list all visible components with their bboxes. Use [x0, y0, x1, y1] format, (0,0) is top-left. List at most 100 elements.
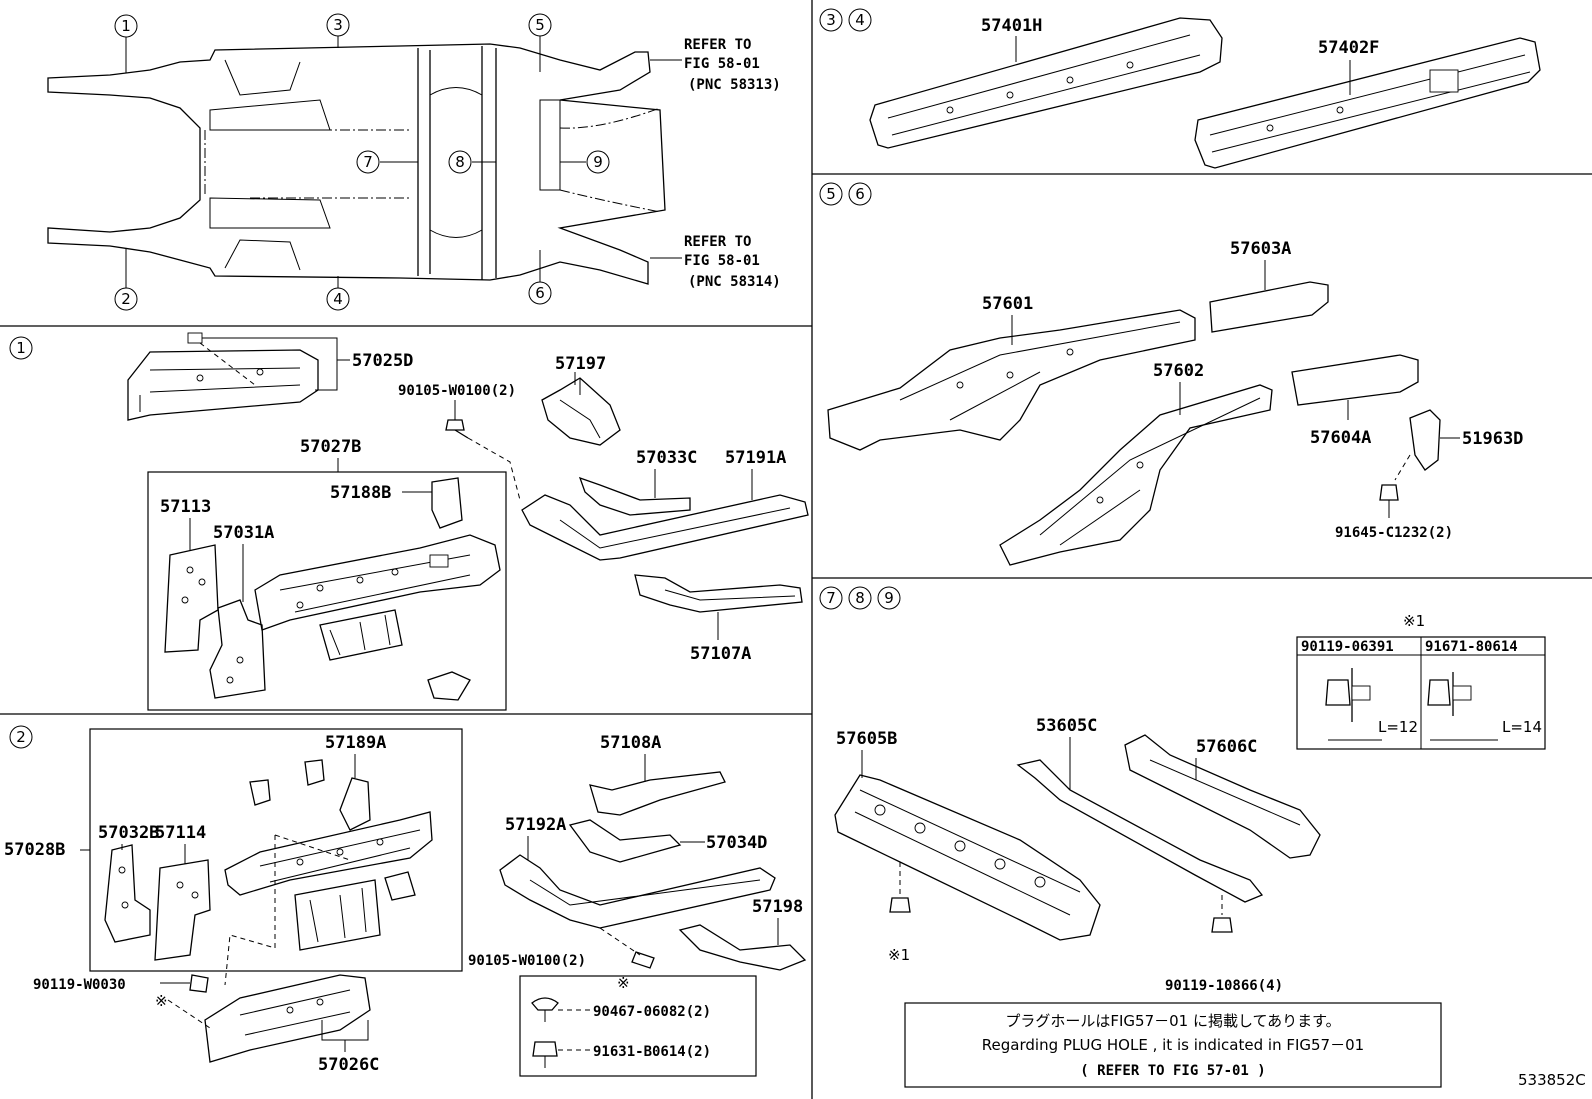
label-57191a[interactable]: 57191A — [725, 448, 786, 468]
label-57033c[interactable]: 57033C — [636, 448, 697, 468]
label-57603a[interactable]: 57603A — [1230, 239, 1291, 259]
svg-text:3: 3 — [826, 11, 836, 29]
svg-text:5: 5 — [826, 185, 836, 203]
label-91645-c1232[interactable]: 91645-C1232(2) — [1335, 525, 1453, 541]
fastener-box — [519, 975, 757, 1077]
label-57107a[interactable]: 57107A — [690, 644, 751, 664]
part-57114-drawing — [154, 844, 211, 961]
part-57032b-drawing — [104, 844, 151, 943]
part-57189a-drawing — [249, 754, 371, 831]
label-90119-06391[interactable]: 90119-06391 — [1301, 639, 1394, 655]
label-57198[interactable]: 57198 — [752, 897, 803, 917]
callout-1-overview: 1 — [114, 14, 138, 38]
svg-text:8: 8 — [455, 153, 465, 171]
part-57606c-drawing — [1124, 734, 1321, 859]
bolt-table-note: ※1 — [1403, 612, 1425, 630]
part-57604a-drawing — [1291, 354, 1419, 420]
svg-text:FIG 58-01: FIG 58-01 — [684, 253, 760, 269]
bolt-table — [1296, 636, 1546, 750]
svg-text:REFER TO: REFER TO — [684, 37, 751, 53]
section-2-callout: 2 — [9, 725, 33, 749]
assembly-57027b-box — [147, 471, 507, 711]
label-57189a[interactable]: 57189A — [325, 733, 386, 753]
bolt-91645-drawing — [1379, 484, 1399, 518]
callout-6-overview: 6 — [528, 281, 552, 305]
svg-text:※: ※ — [155, 992, 168, 1010]
refer-to-bottom[interactable]: REFER TO FIG 58-01 (PNC 58314) — [684, 234, 781, 290]
svg-text:1: 1 — [121, 17, 131, 35]
label-53605c[interactable]: 53605C — [1036, 716, 1097, 736]
label-57113[interactable]: 57113 — [160, 497, 211, 517]
svg-text:6: 6 — [535, 284, 545, 302]
label-91631-b0614[interactable]: 91631-B0614(2) — [593, 1044, 711, 1060]
underbody-overview — [47, 36, 682, 288]
part-57402f-drawing — [1194, 37, 1541, 169]
label-57108a[interactable]: 57108A — [600, 733, 661, 753]
label-57027b[interactable]: 57027B — [300, 437, 361, 457]
refer-to-fig-57-01[interactable]: ( REFER TO FIG 57-01 ) — [1080, 1063, 1265, 1079]
part-51963d-drawing — [1394, 409, 1460, 481]
label-57401h[interactable]: 57401H — [981, 16, 1042, 36]
label-57034d[interactable]: 57034D — [706, 833, 767, 853]
label-57402f[interactable]: 57402F — [1318, 38, 1379, 58]
label-57031a[interactable]: 57031A — [213, 523, 274, 543]
label-57602[interactable]: 57602 — [1153, 361, 1204, 381]
svg-text:7: 7 — [363, 153, 373, 171]
label-90105-w0100-s2[interactable]: 90105-W0100(2) — [468, 953, 586, 969]
section-1-callout: 1 — [9, 336, 33, 360]
label-57192a[interactable]: 57192A — [505, 815, 566, 835]
label-51963d[interactable]: 51963D — [1462, 429, 1523, 449]
label-57114[interactable]: 57114 — [155, 823, 206, 843]
svg-text:3: 3 — [333, 16, 343, 34]
plug-hole-note-en: Regarding PLUG HOLE , it is indicated in… — [982, 1036, 1364, 1054]
svg-text:2: 2 — [121, 290, 131, 308]
svg-text:8: 8 — [855, 589, 865, 607]
section-56-callouts: 5 6 — [819, 182, 872, 206]
label-57601[interactable]: 57601 — [982, 294, 1033, 314]
label-91671-80614[interactable]: 91671-80614 — [1425, 639, 1518, 655]
part-57605b-drawing — [834, 750, 1101, 941]
label-57028b[interactable]: 57028B — [4, 840, 65, 860]
svg-text:※: ※ — [617, 974, 630, 992]
label-57605b[interactable]: 57605B — [836, 729, 897, 749]
label-57197[interactable]: 57197 — [555, 354, 606, 374]
part-57192a-drawing — [499, 836, 776, 929]
part-57603a-drawing — [1209, 260, 1329, 333]
part-57033c-drawing — [578, 469, 691, 516]
label-57025d[interactable]: 57025D — [352, 351, 413, 371]
part-front-side-member-s2-drawing — [224, 811, 433, 986]
label-57188b[interactable]: 57188B — [330, 483, 391, 503]
svg-text:(PNC 58314): (PNC 58314) — [688, 274, 781, 290]
callout-4-overview: 4 — [326, 287, 350, 311]
part-57601-drawing — [827, 309, 1196, 451]
callout-2-overview: 2 — [114, 287, 138, 311]
refer-to-top[interactable]: REFER TO FIG 58-01 (PNC 58313) — [684, 37, 781, 93]
part-57401h-drawing — [869, 17, 1223, 149]
label-90467-06082[interactable]: 90467-06082(2) — [593, 1004, 711, 1020]
bolt-90119-w0030-drawing: ※ — [155, 974, 211, 1029]
label-90119-w0030[interactable]: 90119-W0030 — [33, 977, 126, 993]
clip-90467-drawing — [531, 997, 590, 1022]
svg-text:FIG 58-01: FIG 58-01 — [684, 56, 760, 72]
label-57032b[interactable]: 57032B — [98, 823, 159, 843]
label-90119-10866[interactable]: 90119-10866(4) — [1165, 978, 1283, 994]
label-57606c[interactable]: 57606C — [1196, 737, 1257, 757]
svg-text:9: 9 — [884, 589, 894, 607]
part-57602-drawing — [999, 382, 1273, 566]
plug-hole-note-jp: プラグホールはFIG57－01 に掲載してあります。 — [1005, 1012, 1340, 1030]
part-57191a-drawing — [521, 469, 809, 561]
diagram-code: 533852C — [1518, 1071, 1586, 1089]
svg-text:7: 7 — [826, 589, 836, 607]
svg-text:9: 9 — [593, 153, 603, 171]
svg-text:1: 1 — [16, 339, 26, 357]
svg-text:4: 4 — [855, 11, 865, 29]
part-57026c-drawing — [204, 974, 371, 1063]
label-57604a[interactable]: 57604A — [1310, 428, 1371, 448]
label-90105-w0100-s1[interactable]: 90105-W0100(2) — [398, 383, 516, 399]
callout-5-overview: 5 — [528, 13, 552, 37]
label-57026c[interactable]: 57026C — [318, 1055, 379, 1075]
part-57108a-drawing — [589, 754, 726, 816]
length-l14: L=14 — [1502, 718, 1542, 736]
